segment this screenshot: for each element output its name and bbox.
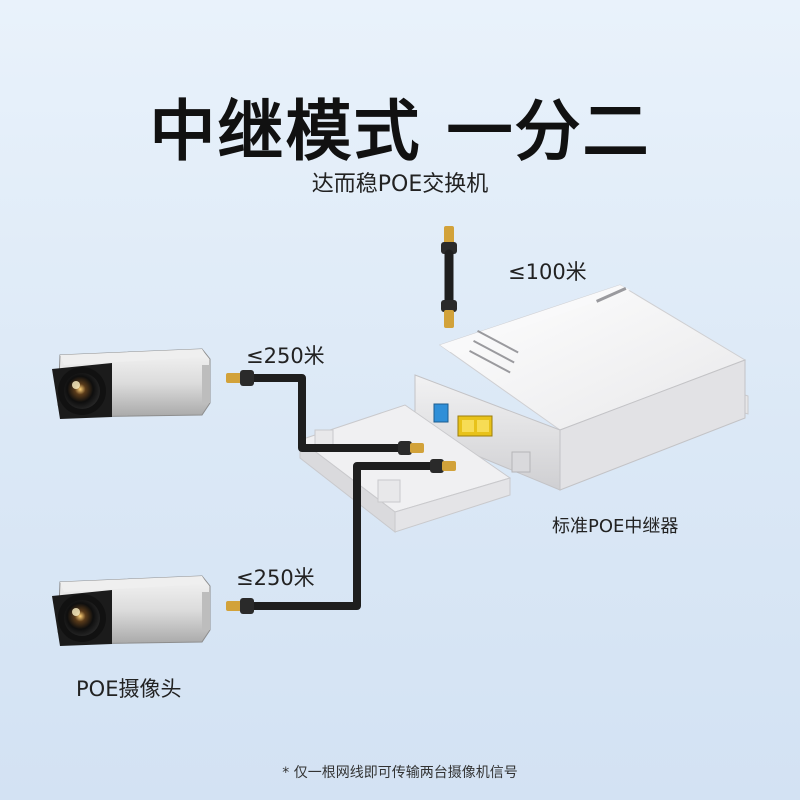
- rj45-plug-icon: [442, 461, 456, 471]
- rj45-plug-icon: [226, 601, 242, 611]
- page-title: 中继模式 一分二: [149, 93, 651, 170]
- camera-2-cable: [226, 459, 456, 614]
- rj45-plug-icon: [444, 226, 454, 244]
- rj45-plug-icon: [410, 443, 424, 453]
- page-subtitle: 达而稳POE交换机: [311, 172, 489, 197]
- uplink-cable: [441, 226, 457, 328]
- uplink-port: [433, 403, 449, 423]
- rj45-plug-icon: [226, 373, 242, 383]
- distance-label-camera-1: ≤250米: [246, 344, 325, 368]
- distance-label-uplink: ≤100米: [508, 260, 587, 284]
- repeater-caption: 标准POE中继器: [552, 516, 679, 537]
- footnote: * 仅一根网线即可传输两台摄像机信号: [282, 765, 518, 781]
- poe-repeater-device-icon: [414, 284, 749, 491]
- camera-1-cable: [226, 370, 424, 455]
- camera-caption: POE摄像头: [76, 677, 182, 701]
- bullet-camera-icon: [52, 348, 211, 419]
- distance-label-camera-2: ≤250米: [236, 566, 315, 590]
- rj45-plug-icon: [444, 310, 454, 328]
- bullet-camera-icon: [52, 575, 211, 646]
